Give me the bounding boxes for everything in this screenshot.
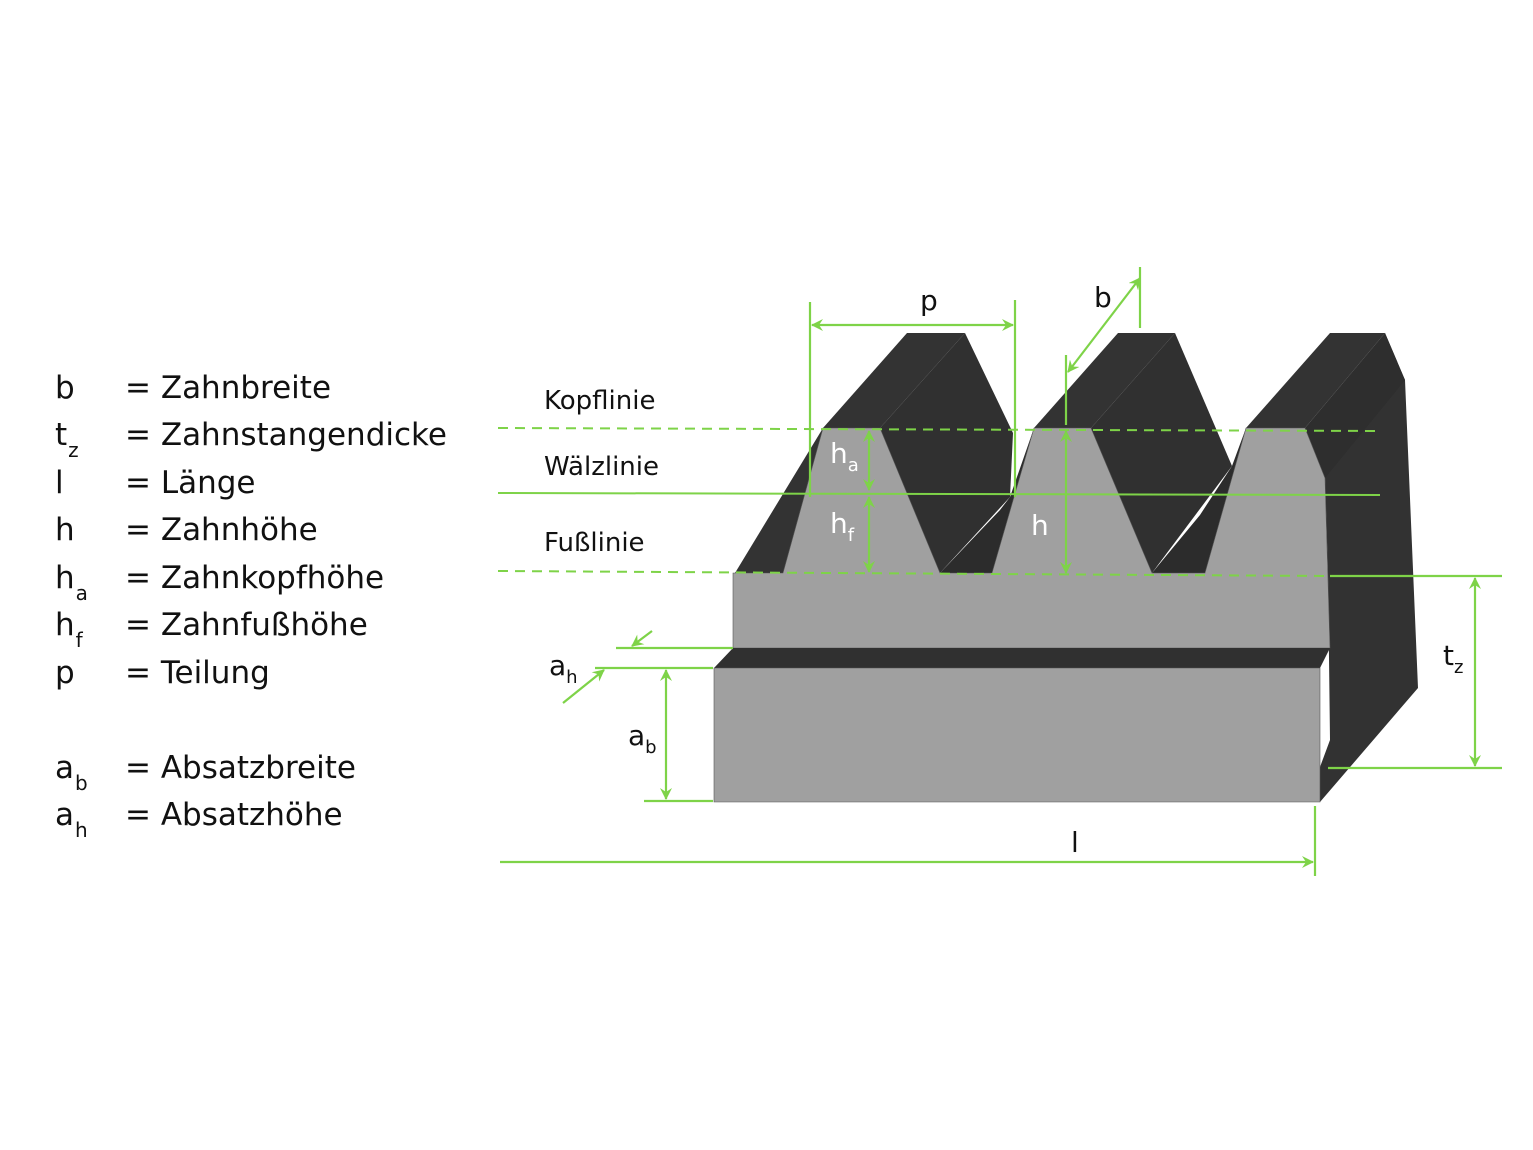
legend-definition: = Teilung (125, 655, 270, 691)
legend-symbol: ha (55, 560, 88, 605)
legend-symbol: ah (55, 797, 88, 842)
step-ledge (714, 648, 1330, 668)
legend-definition: = Zahnstangendicke (125, 417, 447, 453)
l-label: l (1071, 826, 1079, 859)
reference-lines (497, 427, 1381, 577)
legend-symbol: tz (55, 417, 79, 462)
legend-symbol: ab (55, 750, 88, 795)
kopflinie-line (497, 427, 1381, 432)
rack-left-slope (735, 428, 830, 573)
hf-label: hf (830, 507, 855, 546)
legend-definition: = Zahnbreite (125, 370, 332, 406)
fusslinie-line (497, 570, 1331, 577)
dimension-labels: p b ha hf h tz ah ab l (549, 281, 1463, 859)
ah-arrow-bottom (562, 669, 605, 704)
kopflinie-label: Kopflinie (544, 386, 655, 416)
ha-label: ha (830, 437, 859, 476)
ah-arrow-top (631, 630, 653, 647)
line-labels: Kopflinie Wälzlinie Fußlinie (544, 386, 659, 558)
tooth-3-flank (1305, 333, 1405, 478)
tooth-1-top (823, 333, 965, 428)
legend-symbol: hf (55, 607, 83, 652)
legend-symbol: p (55, 655, 75, 691)
h-label: h (1031, 509, 1049, 542)
legend-definition: = Zahnkopfhöhe (125, 560, 385, 596)
legend-definition: = Absatzhöhe (125, 797, 343, 833)
tooth-3-top (1246, 333, 1385, 428)
b-dimension-arrow (1067, 277, 1141, 373)
legend-symbol: b (55, 370, 75, 406)
b-label: b (1094, 281, 1112, 314)
waelzlinie-label: Wälzlinie (544, 452, 659, 482)
legend-symbol: l (55, 465, 64, 501)
legend-definition: = Zahnhöhe (125, 512, 318, 548)
tz-label: tz (1443, 639, 1463, 678)
legend-symbol: h (55, 512, 75, 548)
ah-label: ah (549, 649, 578, 688)
fusslinie-label: Fußlinie (544, 528, 645, 558)
ab-label: ab (628, 719, 657, 758)
legend-definition: = Zahnfußhöhe (125, 607, 368, 643)
p-label: p (920, 284, 938, 317)
base-block-front (713, 667, 1321, 803)
gap-1-dark (940, 428, 1034, 573)
dimensions (500, 267, 1502, 876)
waelzlinie-line (497, 492, 1381, 496)
legend-definition: = Länge (125, 465, 256, 501)
gap-2-dark (1152, 428, 1246, 573)
legend-definition: = Absatzbreite (125, 750, 356, 786)
tooth-front-face (732, 427, 1331, 649)
rack-body (713, 333, 1418, 803)
